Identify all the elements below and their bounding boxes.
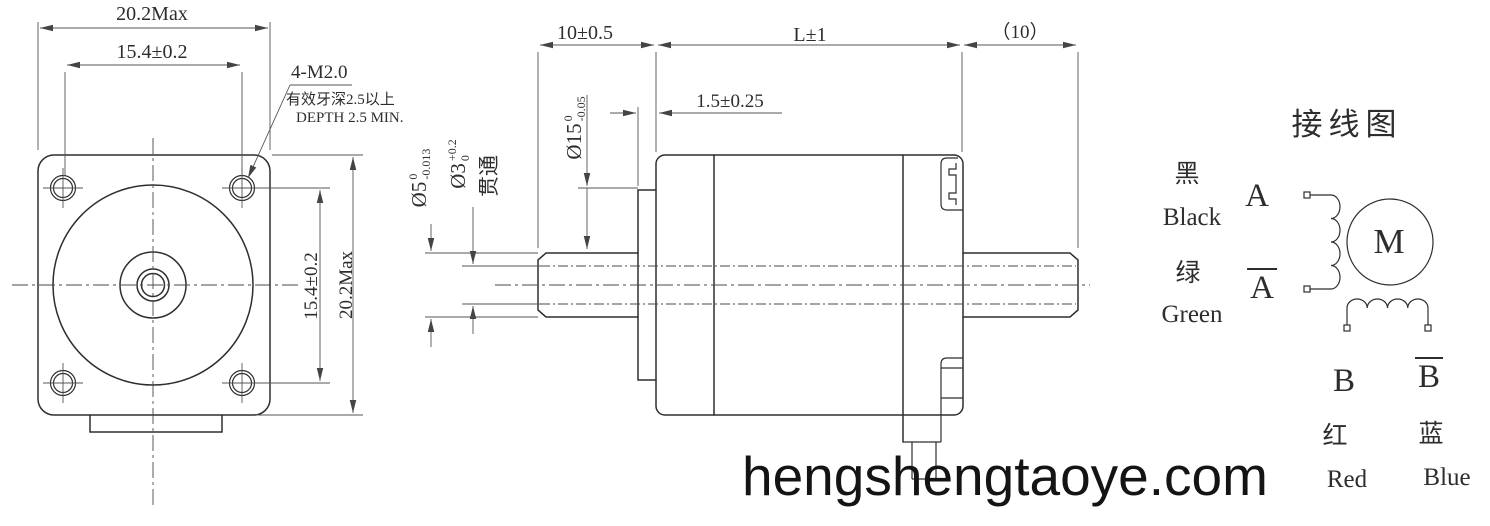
lead-b-color-en: Red [1326, 466, 1368, 493]
dim-body-length: L±1 [793, 24, 827, 46]
lead-wire-connector [903, 441, 941, 480]
motor-body-outline [655, 154, 964, 416]
terminal-b-label: B [1332, 363, 1356, 399]
shaft-dia-value: Ø5 [407, 181, 432, 208]
phase-b-coil [1346, 298, 1429, 309]
dim-pilot-length: 1.5±0.25 [696, 91, 764, 112]
dim-shaft-diameter: Ø5 0-0.013 [406, 148, 433, 208]
terminal-b-bar-label: B [1414, 357, 1444, 396]
lead-b-bar-color-en: Blue [1423, 464, 1471, 491]
terminal-a-bar-label: A [1247, 268, 1277, 307]
lead-b-bar-color-cn: 蓝 [1418, 421, 1444, 448]
lead-a-bar-color-cn: 绿 [1175, 260, 1201, 287]
front-dimension-lines [37, 22, 363, 416]
lead-b-color-cn: 红 [1322, 423, 1348, 450]
terminal-a-bar [1303, 285, 1311, 293]
motor-label: M [1373, 222, 1405, 261]
side-dimension-lines [425, 41, 1079, 347]
front-centerlines [12, 138, 298, 508]
lead-a-bar-color-en: Green [1161, 301, 1223, 328]
watermark: hengshengtaoye.com [742, 445, 1268, 507]
terminal-b [1343, 324, 1351, 332]
phase-a-coil [1330, 194, 1341, 290]
mounting-holes [43, 168, 262, 403]
dim-height-holes: 15.4±0.2 [301, 252, 323, 320]
front-view [12, 22, 363, 508]
side-view [425, 41, 1090, 480]
dim-height-overall: 20.2Max [336, 250, 358, 320]
terminal-b-bar [1424, 324, 1432, 332]
front-connector-tab [89, 414, 223, 433]
dim-width-overall: 20.2Max [116, 3, 188, 25]
wiring-title: 接线图 [1291, 107, 1403, 142]
lead-a-color-en: Black [1162, 204, 1222, 231]
thread-callout-size: 4-M2.0 [291, 62, 348, 83]
lead-a-color-cn: 黑 [1174, 161, 1200, 188]
dim-pilot-diameter: Ø15 0-0.05 [561, 96, 588, 160]
thread-callout-depth-cn: 有效牙深2.5以上 [286, 92, 395, 108]
side-centerlines [495, 265, 1090, 305]
wiring-schematic [1303, 191, 1434, 332]
dim-front-shaft-length: 10±0.5 [557, 22, 613, 44]
terminal-a-label: A [1245, 178, 1269, 214]
motor-circle [1346, 198, 1434, 286]
pilot-dia-value: Ø15 [562, 123, 587, 160]
thread-callout-depth-en: DEPTH 2.5 MIN. [296, 110, 404, 126]
rear-bottom-slot [940, 357, 963, 442]
bore-dia-value: Ø3 [446, 163, 471, 189]
terminal-a [1303, 191, 1311, 199]
rear-top-slot [940, 157, 963, 211]
bore-through-note: 贯通 [477, 155, 502, 197]
dim-width-holes: 15.4±0.2 [116, 41, 188, 63]
dim-rear-shaft-length: （10） [991, 22, 1049, 43]
